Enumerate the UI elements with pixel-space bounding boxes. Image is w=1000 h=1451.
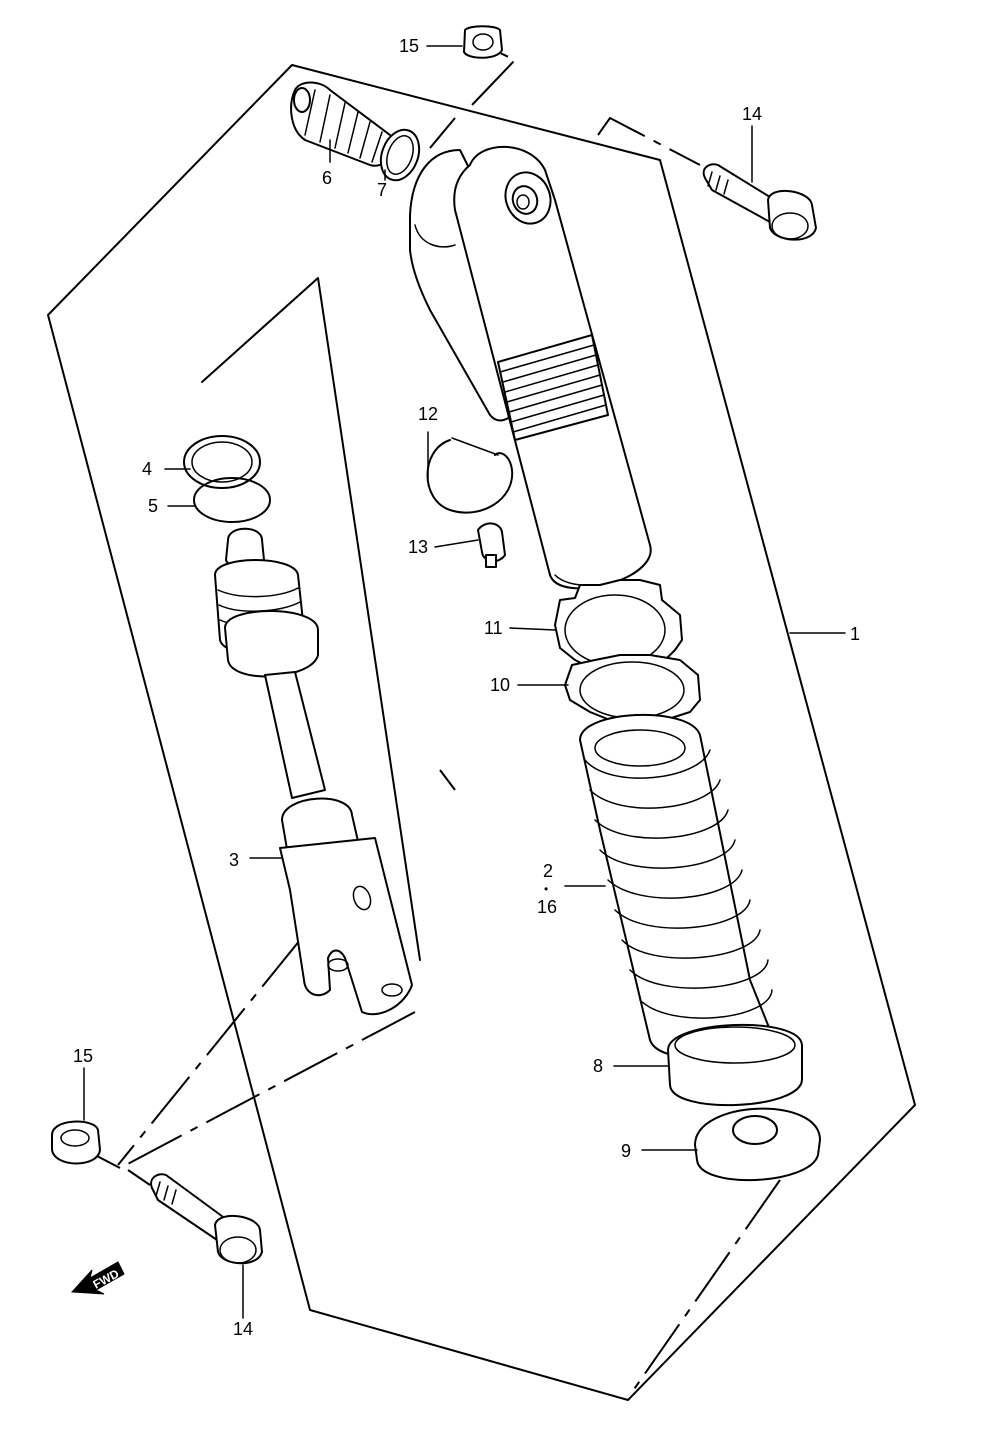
alignment-lines	[94, 51, 781, 1396]
forward-direction-arrow: FWD	[70, 1261, 125, 1295]
label-part-14-top: 14	[742, 104, 762, 124]
spring-guide-8	[667, 1023, 803, 1107]
shock-absorber-body	[409, 145, 652, 590]
label-part-15-bottom: 15	[73, 1046, 93, 1066]
coil-spring	[579, 713, 773, 1060]
label-part-3: 3	[229, 850, 239, 870]
part-labels: 15 14 6 7 12 4 5 13 11 1 10 3 2 • 16 8 9…	[73, 36, 860, 1339]
label-part-4: 4	[142, 459, 152, 479]
label-part-16: 16	[537, 897, 557, 917]
bolt-14-bottom	[150, 1173, 263, 1265]
label-part-15-top: 15	[399, 36, 419, 56]
label-part-10: 10	[490, 675, 510, 695]
damper-subframe	[201, 277, 421, 961]
adjuster-nut-10	[564, 654, 701, 723]
ring-4	[183, 435, 261, 489]
flange-nut-15-bottom	[51, 1120, 101, 1165]
label-part-2: 2	[543, 861, 553, 881]
spring-seat-9	[694, 1107, 821, 1182]
label-part-12: 12	[418, 404, 438, 424]
bump-rubber	[290, 81, 395, 167]
bolt-14-top	[702, 163, 817, 241]
label-part-1: 1	[850, 624, 860, 644]
assembly-frame	[47, 64, 916, 1401]
ring-5	[193, 477, 271, 523]
label-separator-dot: •	[544, 882, 548, 896]
label-part-11: 11	[484, 618, 503, 638]
valve-cap-13	[477, 522, 506, 568]
label-part-14-bottom: 14	[233, 1319, 253, 1339]
circlip-12	[426, 437, 514, 514]
label-part-7: 7	[377, 180, 387, 200]
label-part-6: 6	[322, 168, 332, 188]
label-part-9: 9	[621, 1141, 631, 1161]
label-part-13: 13	[408, 537, 428, 557]
flange-nut-15-top	[463, 25, 503, 59]
damper-rod-assembly	[214, 527, 413, 1016]
o-ring-7	[379, 128, 421, 182]
label-part-5: 5	[148, 496, 158, 516]
leader-lines	[83, 45, 846, 1319]
label-part-8: 8	[593, 1056, 603, 1076]
